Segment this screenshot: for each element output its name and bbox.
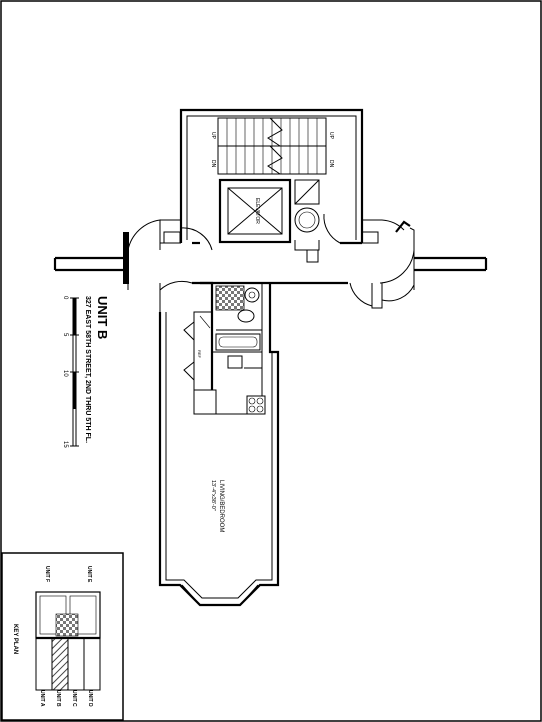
duct-shaft bbox=[294, 179, 320, 205]
elevator-shaft bbox=[218, 178, 292, 244]
kitchen-range bbox=[246, 395, 266, 415]
toilet bbox=[244, 287, 260, 303]
key-plan-unit-b: UNIT B bbox=[55, 690, 61, 707]
living-room-dimension: 13'-4"x38'-0" bbox=[210, 480, 216, 511]
building-core bbox=[179, 108, 364, 263]
unit-title: UNIT B bbox=[95, 296, 110, 339]
address-line: 327 EAST 58TH STREET, 2ND THRU 5TH FL. bbox=[84, 296, 91, 443]
kitchen-sink bbox=[227, 355, 243, 369]
corridor bbox=[53, 213, 488, 312]
refrigerator bbox=[193, 389, 217, 415]
graphic-scale: 0 5 10 15 bbox=[62, 296, 79, 448]
scale-label-5: 5 bbox=[62, 333, 68, 337]
stair-label-up-right: UP bbox=[328, 132, 334, 140]
sink bbox=[237, 309, 255, 323]
unit-b-plan bbox=[158, 281, 280, 607]
scale-label-0: 0 bbox=[62, 296, 68, 300]
key-plan-unit-e: UNIT E bbox=[86, 566, 92, 583]
scale-label-10: 10 bbox=[62, 370, 68, 377]
key-plan-unit-a: UNIT A bbox=[39, 690, 45, 707]
refrigerator-label: REF bbox=[197, 350, 202, 359]
key-plan-core bbox=[55, 613, 79, 637]
stair-label-dn-right: DN bbox=[328, 160, 334, 168]
bathroom-tile-floor bbox=[215, 285, 245, 311]
key-plan: KEY PLAN UNIT F UNIT E UNIT A UNIT B UNI… bbox=[1, 552, 124, 721]
closet bbox=[193, 311, 213, 391]
living-room-label: LIVING/BEDROOM bbox=[218, 480, 224, 532]
scale-label-15: 15 bbox=[62, 441, 68, 448]
key-plan-unit-c: UNIT C bbox=[71, 690, 77, 707]
column-circle bbox=[294, 207, 320, 233]
key-plan-title: KEY PLAN bbox=[12, 624, 18, 654]
bathtub bbox=[215, 333, 261, 351]
key-plan-unit-b-highlight bbox=[51, 637, 69, 691]
stair-label-dn: DN bbox=[210, 160, 216, 168]
key-plan-unit-f: UNIT F bbox=[44, 566, 50, 582]
key-plan-unit-d: UNIT D bbox=[87, 690, 93, 707]
stair-label-up: UP bbox=[210, 132, 216, 140]
elevator-label: ELEVATOR bbox=[254, 198, 260, 224]
